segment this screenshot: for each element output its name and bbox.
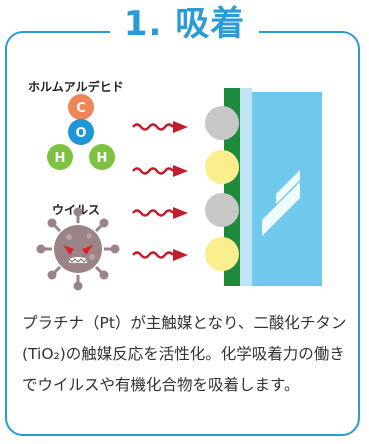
title-band: 1. 吸着: [0, 4, 369, 50]
oxygen-symbol: O: [75, 126, 86, 141]
particle-yellow: [205, 237, 239, 271]
hydrogen-symbol-right: H: [97, 151, 108, 166]
hydrogen-atom-right: [89, 144, 115, 170]
glass-highlight: [262, 182, 300, 236]
panel-title: 1. 吸着: [109, 4, 260, 44]
particle-gray: [205, 106, 239, 140]
carbon-atom: [68, 94, 94, 120]
adsorption-diagram: C O H H: [36, 88, 322, 291]
virus-icon: [36, 207, 120, 291]
glass-highlight: [276, 170, 300, 204]
formaldehyde-label: ホルムアルデヒド: [28, 80, 124, 94]
hydrogen-symbol-left: H: [55, 151, 66, 166]
description-text: プラチナ（Pt）が主触媒となり、二酸化チタン(TiO₂)の触媒反応を活性化。化学…: [22, 314, 347, 394]
molecule-icon: C O H H: [47, 94, 115, 170]
arrow-heads: [173, 121, 188, 261]
carbon-symbol: C: [76, 101, 86, 116]
particle-gray: [205, 193, 239, 227]
glass-panel-icon: [224, 88, 322, 286]
hydrogen-atom-left: [47, 144, 73, 170]
oxygen-atom: [68, 119, 94, 145]
particle-yellow: [205, 150, 239, 184]
wavy-arrow-icon: [132, 123, 174, 259]
